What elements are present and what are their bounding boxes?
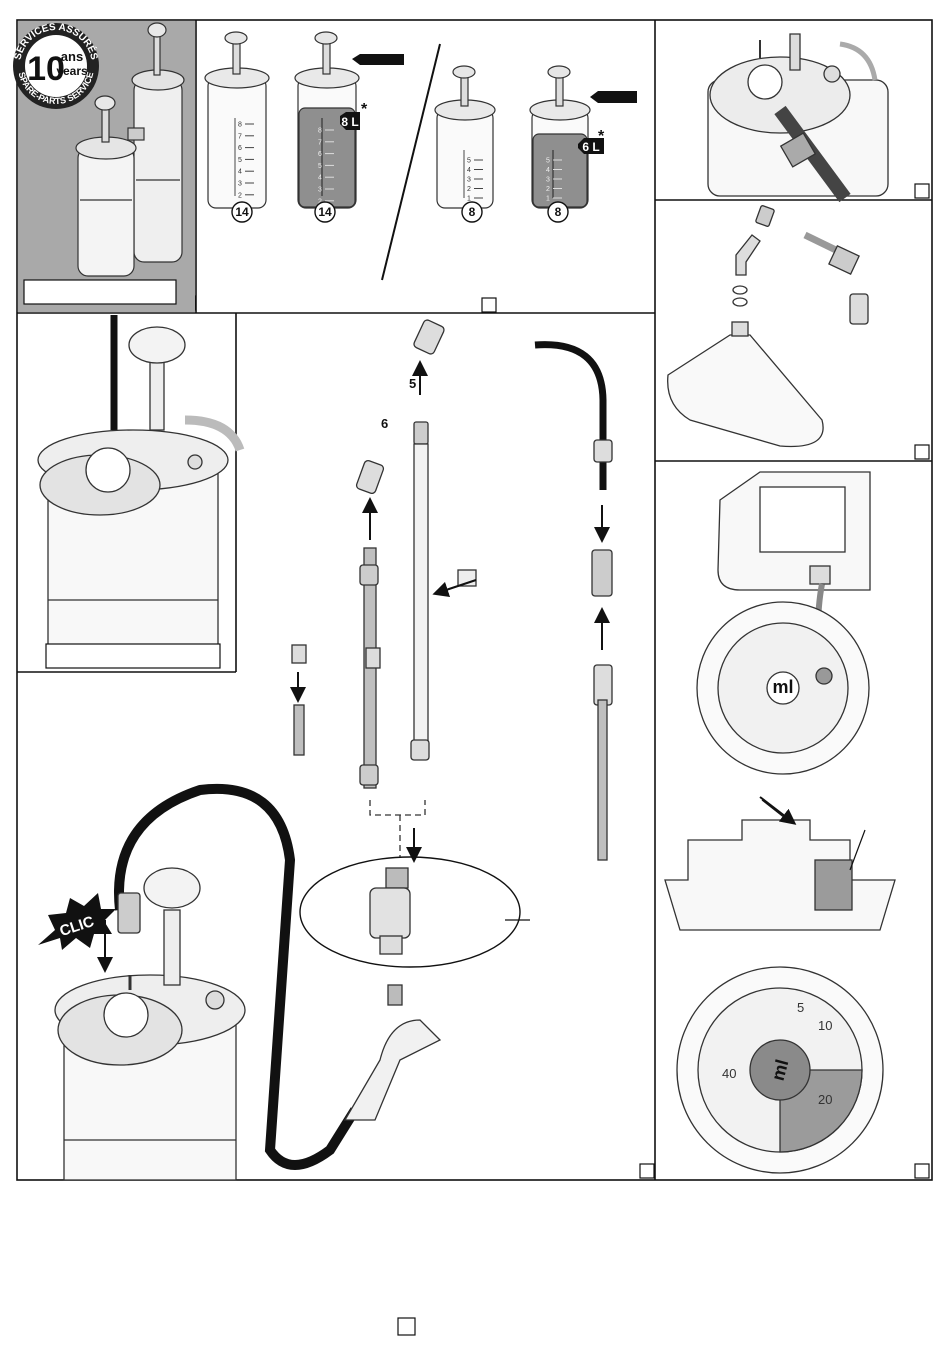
asterisk-14: * [361, 101, 368, 118]
stamp-unit-fr: ans [61, 49, 83, 64]
panel-sprayer-hose [38, 315, 240, 668]
scale-tick-label: 4 [546, 167, 550, 174]
asterisk-8: * [598, 128, 605, 145]
divider-slash [382, 44, 440, 280]
dosing-unit-top: ml [772, 677, 793, 697]
scale-tick-label: 2 [238, 192, 242, 199]
scale-tick-label: 3 [467, 177, 471, 184]
model-badge-14-text: 14 [235, 205, 249, 219]
fill-badge-14-text: 8 L [341, 115, 358, 129]
scale-tick-label: 5 [467, 158, 471, 165]
panel-final-assembly [55, 789, 440, 1180]
model-badge-8-text: 8 [469, 205, 476, 219]
warranty-label-box [24, 280, 176, 304]
scale-tick-label: 6 [318, 151, 322, 158]
scale-tick-label: 4 [238, 169, 242, 176]
scale-tick-label: 7 [238, 133, 242, 140]
dosing-mark-40: 40 [722, 1066, 736, 1081]
scale-tick-label: 3 [238, 181, 242, 188]
sprayer-14-empty [205, 32, 269, 208]
sprayer-8-empty [435, 66, 495, 208]
scale-tick-label: 6 [238, 145, 242, 152]
sprayer-8-filled [530, 66, 590, 208]
panel-warranty: SERVICES ASSURÉS SPARE-PARTS SERVICE 10 … [13, 21, 195, 312]
scale-tick-label: 4 [318, 175, 322, 182]
scale-tick-label: 5 [546, 158, 550, 165]
model-badge-8b-text: 8 [555, 205, 562, 219]
panel-shield [668, 205, 868, 446]
step-6-label: 6 [381, 416, 388, 431]
scale-tick-label: 2 [467, 186, 471, 193]
panel-capacity: 8 7 6 5 4 3 2 14 8 7 6 5 4 3 2 14 8 L * 5 4 3 2 1 8 [205, 32, 637, 280]
panel-lance-assembly [292, 319, 612, 967]
stamp-unit-en: years [56, 64, 88, 78]
scale-tick-label: 3 [318, 187, 322, 194]
panel-pump-top [708, 34, 888, 198]
arrow-tag-8 [590, 91, 637, 103]
scale-tick-label: 2 [546, 186, 550, 193]
scale-tick-label: 1 [546, 196, 550, 203]
scale-tick-label: 5 [238, 157, 242, 164]
warranty-stamp: SERVICES ASSURÉS SPARE-PARTS SERVICE 10 … [13, 22, 100, 109]
scale-tick-label: 4 [467, 167, 471, 174]
dosing-mark-5: 5 [797, 1000, 804, 1015]
step-5-label: 5 [409, 376, 416, 391]
scale-tick-label: 7 [318, 139, 322, 146]
dosing-mark-10: 10 [818, 1018, 832, 1033]
scale-tick-label: 5 [318, 163, 322, 170]
scale-tick-label: 8 [318, 128, 322, 135]
dosing-mark-20: 20 [818, 1092, 832, 1107]
scale-tick-label: 8 [238, 122, 242, 129]
arrow-tag-14 [352, 54, 404, 65]
model-badge-14b-text: 14 [318, 205, 332, 219]
scale-tick-label: 3 [546, 177, 550, 184]
